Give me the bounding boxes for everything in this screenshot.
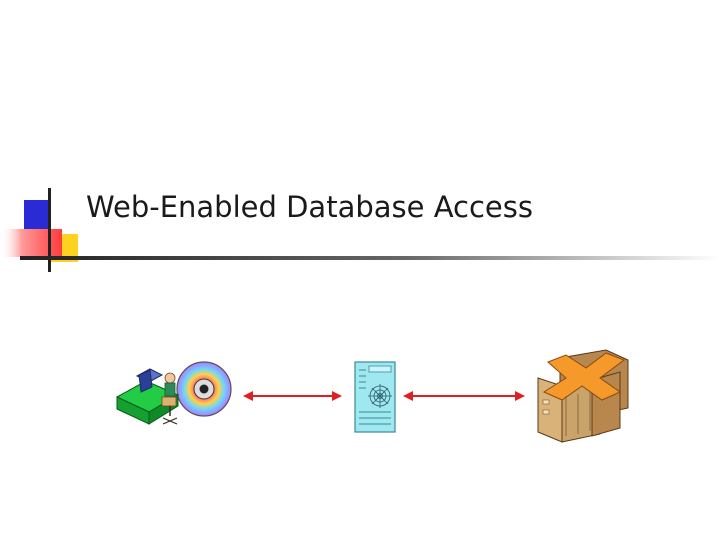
bullet-blue-block [24, 200, 48, 232]
web-page-icon [354, 361, 396, 433]
bullet-vertical-line [48, 188, 51, 272]
slide-title: Web-Enabled Database Access [86, 190, 533, 224]
arrow-web-to-database [403, 391, 525, 401]
computer-user-with-cd-icon [115, 361, 232, 425]
database-server-icon [537, 349, 629, 443]
arrow-client-to-web [243, 391, 342, 401]
bullet-red-bar [0, 229, 62, 257]
title-rule [20, 256, 720, 260]
